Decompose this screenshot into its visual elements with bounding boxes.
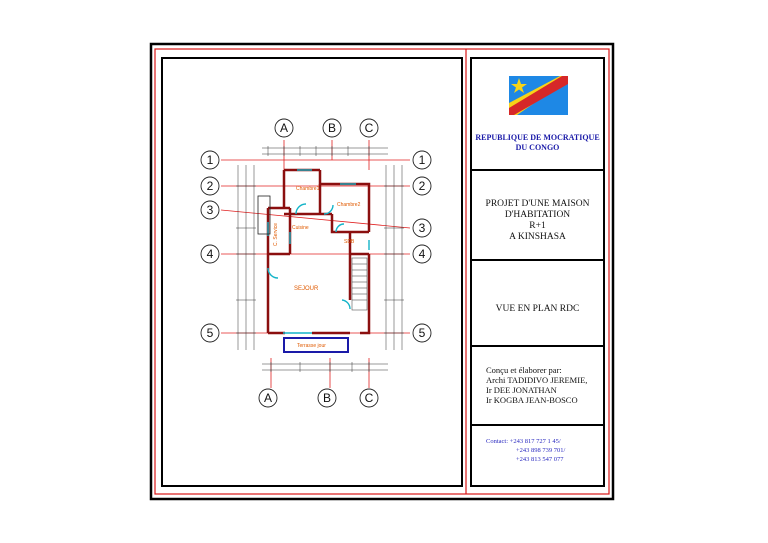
grid-bubble-2-left (200, 176, 220, 196)
contact-phone-2: +243 898 739 701/ (516, 447, 566, 454)
outer-black-frame (149, 42, 615, 501)
grid-label-5-right: 5 (419, 326, 426, 340)
grid-bubble-c-bottom (359, 388, 379, 408)
grid-label-a-bottom: A (264, 391, 272, 405)
room-chambre1: Chambre1 (296, 186, 320, 192)
title-block-box (470, 57, 605, 487)
grid-bubble-3-left (200, 200, 220, 220)
grid-label-3-left: 3 (207, 203, 214, 217)
grid-bubble-b-top (322, 118, 342, 138)
grid-bubble-2-right (412, 176, 432, 196)
room-sejour: SEJOUR (294, 286, 319, 292)
grid-label-4-right: 4 (419, 247, 426, 261)
terrasse-outline (283, 337, 349, 353)
room-chambre2: Chambre2 (337, 202, 361, 208)
grid-label-2-right: 2 (419, 179, 426, 193)
contacts: Contact: +243 817 727 1 45/ +243 898 739… (486, 437, 602, 464)
project-line-2: D'HABITATION (504, 210, 571, 220)
grid-bubbles (200, 118, 432, 408)
floor-plan: A B C A B C 1 2 3 4 5 1 2 3 4 5 Chambre1… (200, 118, 432, 408)
authors-heading: Conçu et élaborer par: (486, 365, 562, 375)
view-title: VUE EN PLAN RDC (495, 304, 580, 314)
outer-red-frame (154, 48, 610, 495)
grid-bubble-a-top (274, 118, 294, 138)
openings (267, 169, 370, 334)
room-labels: Chambre1 Chambre2 Cuisine SDB SEJOUR Ter… (273, 186, 361, 349)
grid-bubble-4-right (412, 244, 432, 264)
author-1: Archi TADIDIVO JEREMIE, (486, 375, 588, 385)
side-box (257, 195, 271, 235)
flag-star (511, 78, 527, 93)
grid-label-3-right: 3 (419, 221, 426, 235)
grid-label-1-left: 1 (207, 153, 214, 167)
grid-line-3 (220, 209, 411, 229)
project-line-1: PROJET D'UNE MAISON (485, 199, 590, 209)
authors: Conçu et élaborer par: Archi TADIDIVO JE… (486, 365, 604, 405)
grid-bubble-c-top (359, 118, 379, 138)
grid-label-4-left: 4 (207, 247, 214, 261)
room-terrasse: Terrasse jour (297, 343, 326, 349)
grid-label-1-right: 1 (419, 153, 426, 167)
grid-label-c-bottom: C (365, 391, 374, 405)
walls (266, 168, 371, 335)
grid-label-b-bottom: B (323, 391, 331, 405)
grid-bubble-1-left (200, 150, 220, 170)
grid-label-b-top: B (328, 121, 336, 135)
country-name: REPUBLIQUE DE MOCRATIQUE DU CONGO (473, 133, 602, 153)
contact-label: Contact: (486, 438, 509, 445)
dimension-lines (236, 146, 404, 372)
grid-label-a-top: A (280, 121, 288, 135)
plan-area-box (161, 57, 463, 487)
country-name-line1: REPUBLIQUE DE MOCRATIQUE (475, 133, 600, 142)
contact-phone-3: +243 813 547 077 (516, 456, 564, 463)
grid-label-5-left: 5 (207, 326, 214, 340)
room-c-service: C. Service (273, 223, 279, 246)
grid-bubble-3-right (412, 218, 432, 238)
grid-bubble-4-left (200, 244, 220, 264)
grid-label-2-left: 2 (207, 179, 214, 193)
room-cuisine: Cuisine (292, 225, 309, 231)
project-title: PROJET D'UNE MAISON D'HABITATION R+1 A K… (473, 199, 602, 243)
grid-bubble-b-bottom (317, 388, 337, 408)
grid-bubble-5-right (412, 323, 432, 343)
drc-flag (509, 76, 568, 115)
stairs (351, 257, 368, 311)
grid-bubble-a-bottom (258, 388, 278, 408)
grid-bubble-labels: A B C A B C 1 2 3 4 5 1 2 3 4 5 (207, 121, 426, 405)
project-line-4: A KINSHASA (509, 232, 566, 242)
author-3: Ir KOGBA JEAN-BOSCO (486, 395, 578, 405)
country-name-line2: DU CONGO (515, 143, 560, 152)
room-sdb: SDB (344, 239, 355, 245)
grid-bubble-5-left (200, 323, 220, 343)
contact-phone-1: +243 817 727 1 45/ (509, 438, 561, 445)
grid-bubble-1-right (412, 150, 432, 170)
author-2: Ir DEE JONATHAN (486, 385, 557, 395)
project-line-3: R+1 (529, 221, 546, 231)
grid-label-c-top: C (365, 121, 374, 135)
